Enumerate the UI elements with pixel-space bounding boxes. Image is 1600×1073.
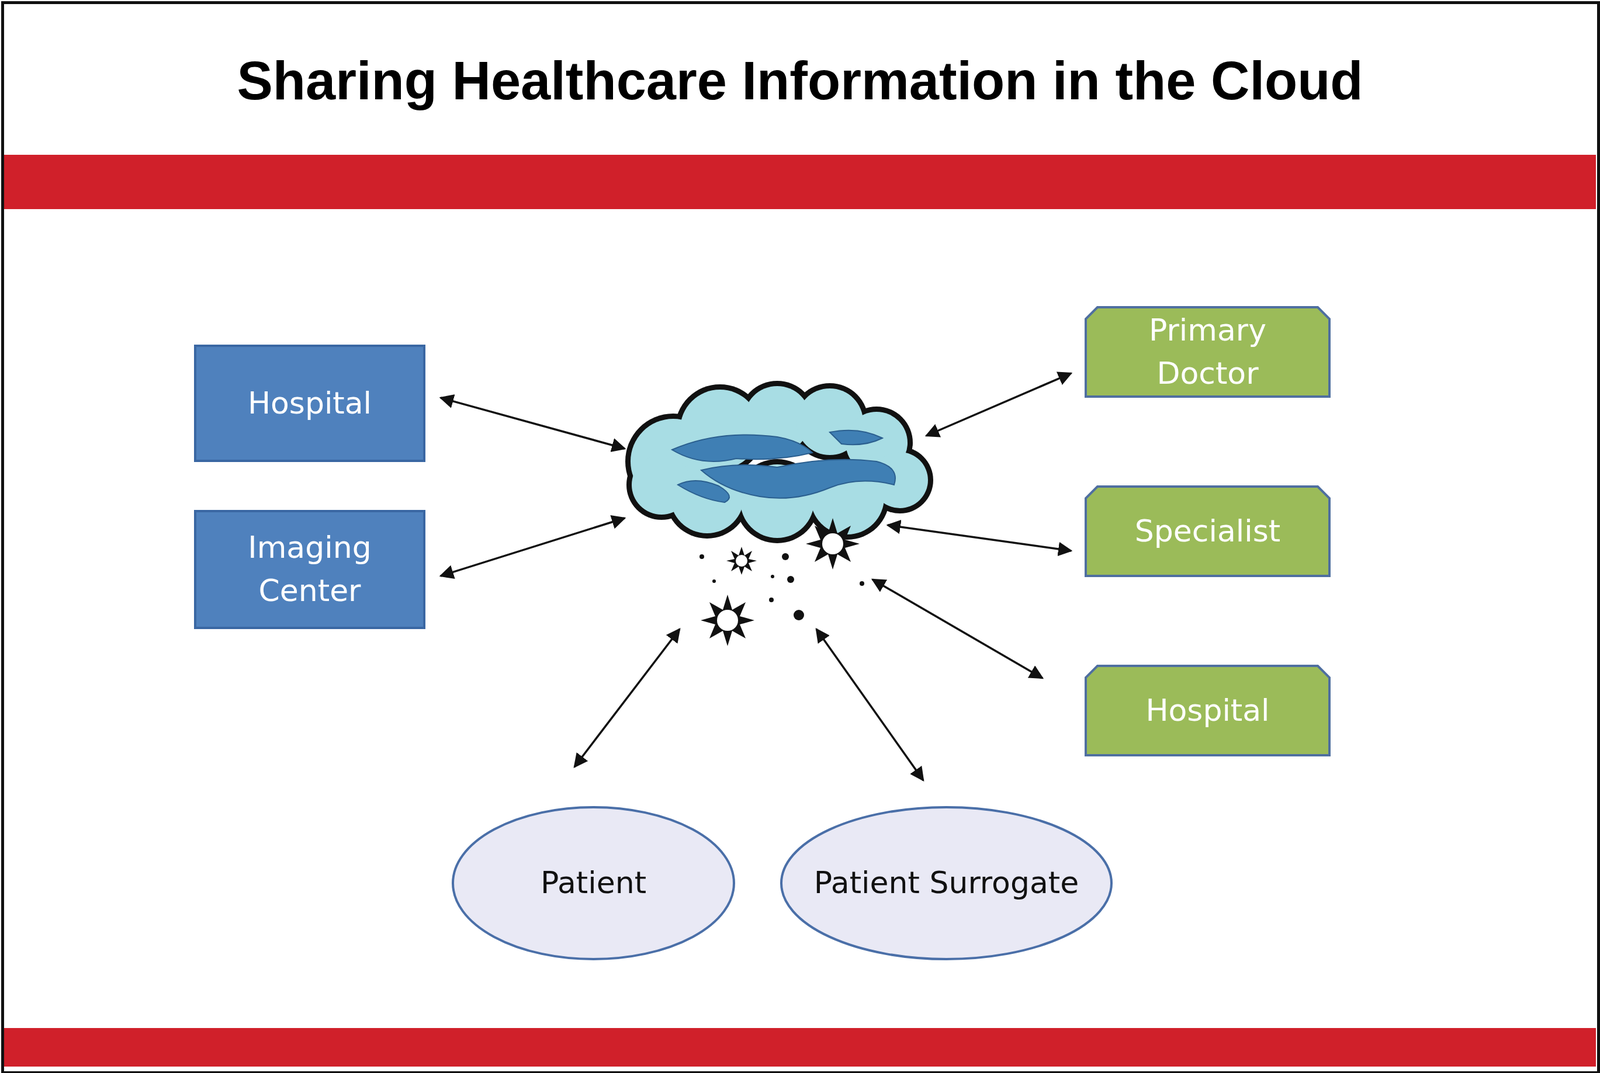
node-outline [194,510,426,630]
cloud-shadows [672,430,896,503]
patient-ellipse: Patient Surrogate [779,805,1114,962]
leader-arrows [440,373,1072,781]
green-box: Primary Doctor [1084,306,1331,398]
node-label: Patient Surrogate [802,861,1091,906]
starbursts [699,518,865,647]
blue-box: Hospital [194,344,426,463]
node-label: Hospital [1133,689,1281,733]
node-label: Primary Doctor [1084,309,1331,396]
blue-box: Imaging Center [194,510,426,630]
green-box: Specialist [1084,485,1331,578]
node-label: Imaging Center [194,526,426,614]
patient-ellipse: Patient [451,805,736,962]
red-band [4,154,1596,210]
node-label: Hospital [236,382,384,426]
cloud-outline [625,381,934,544]
green-box: Hospital [1084,665,1331,757]
title-text: Sharing Healthcare Information in the Cl… [0,51,1600,111]
node-label: Patient [528,861,658,906]
node-label: Specialist [1123,510,1293,554]
red-band [4,1028,1596,1068]
cloud-fill [630,386,928,539]
